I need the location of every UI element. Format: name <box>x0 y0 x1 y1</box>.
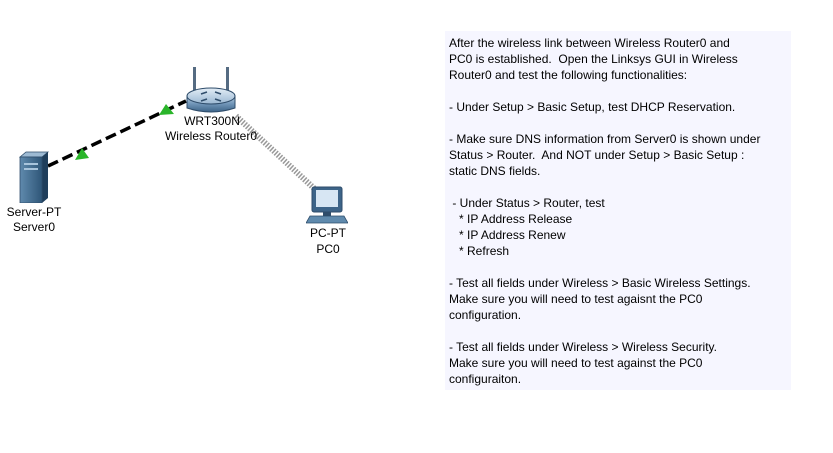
router-name-label: Wireless Router0 <box>164 129 258 143</box>
wireless-router-icon <box>186 67 236 113</box>
server-name-label: Server0 <box>12 220 56 234</box>
pc-device[interactable] <box>305 185 349 225</box>
router-device[interactable] <box>184 64 238 116</box>
link-status-light-router <box>159 104 174 115</box>
router-model-label: WRT300N <box>184 114 240 128</box>
server-router-link[interactable] <box>47 99 187 168</box>
pc-icon <box>305 186 349 224</box>
link-status-light-server <box>75 148 89 160</box>
server-icon <box>18 151 50 204</box>
instruction-note[interactable]: After the wireless link between Wireless… <box>445 31 791 390</box>
pc-model-label: PC-PT <box>310 226 346 240</box>
server-model-label: Server-PT <box>6 205 62 219</box>
server-device[interactable] <box>16 151 52 204</box>
pc-name-label: PC0 <box>316 242 340 256</box>
router-pc-wireless-link[interactable] <box>233 113 321 195</box>
